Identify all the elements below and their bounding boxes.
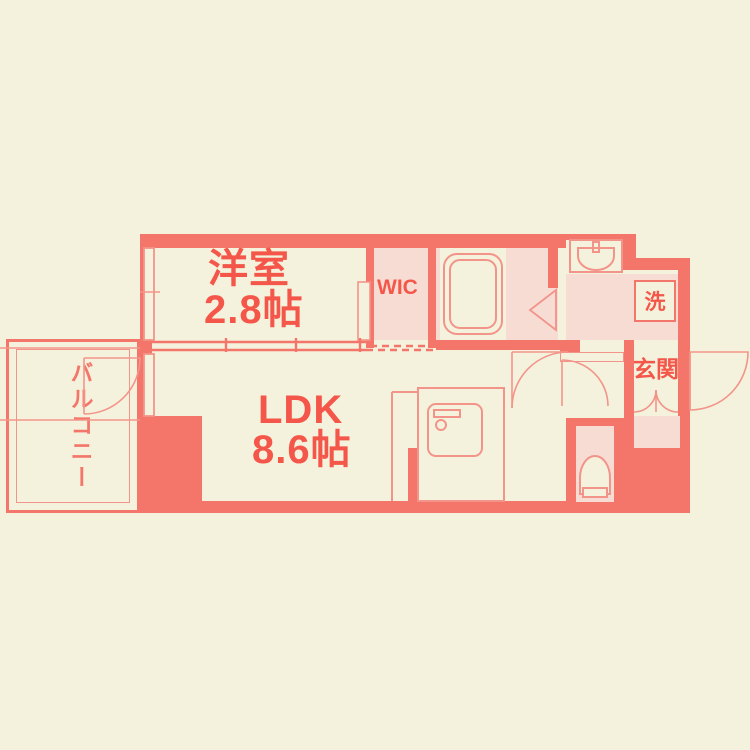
entrance-label: 玄関 — [633, 356, 679, 382]
wall-toilet-top — [566, 418, 624, 426]
western-room-area: 2.8帖 — [204, 288, 304, 332]
wall-toilet-right — [614, 424, 624, 502]
kitchen-sink-drain-icon — [433, 409, 461, 418]
toilet-upper-shelf — [634, 416, 680, 448]
wall-washroom-bottom2 — [568, 340, 580, 352]
window-icon — [143, 247, 155, 341]
entrance-inner-door-left — [633, 389, 657, 413]
bath-folding-door — [528, 288, 557, 332]
wall-bathroom-bottom — [436, 340, 560, 350]
wic-room — [370, 248, 432, 340]
entrance-door-swing — [689, 351, 749, 411]
balcony-window-icon — [143, 353, 155, 417]
wic-label: WIC — [377, 276, 418, 299]
wall-wic-right — [428, 234, 436, 348]
bathtub-icon — [443, 253, 503, 335]
kitchen-sink-hole-icon — [435, 419, 447, 431]
western-room-name: 洋室 — [208, 247, 290, 291]
wall-bathroom-right — [548, 248, 558, 288]
laundry-label: 洗 — [644, 291, 666, 314]
ldk-floor — [152, 352, 560, 501]
bathtub-icon-inner — [449, 259, 497, 329]
washbasin-faucet-icon — [592, 241, 600, 253]
washroom-door-swing — [511, 351, 569, 409]
balcony-outline — [6, 339, 140, 513]
washbasin-icon — [577, 247, 615, 271]
wall-entrance-left — [624, 340, 634, 424]
corridor-cabinet-line — [560, 352, 624, 362]
balcony-door-swing — [83, 357, 141, 415]
washbasin-counter — [569, 239, 623, 273]
wall-top-right-extension — [622, 258, 690, 270]
balcony-inner-outline — [16, 349, 130, 503]
wall-top — [140, 234, 636, 248]
ldk-corner-block2 — [152, 416, 202, 513]
western-room-floor — [152, 248, 366, 340]
wic-door-panel — [357, 281, 371, 341]
ldk-door-swing — [561, 359, 609, 407]
laundry-box: 洗 — [634, 280, 676, 322]
entrance-inner-door-right — [655, 389, 679, 413]
kitchen-counter — [417, 387, 505, 502]
kitchen-sink-icon — [427, 403, 483, 457]
ldk-name: LDK — [258, 388, 344, 432]
toilet-icon — [579, 455, 611, 495]
ldk-area: 8.6帖 — [252, 428, 352, 472]
wall-toilet-left — [566, 424, 576, 502]
balcony-label: バルコニー — [67, 361, 93, 491]
kitchen-partition — [408, 448, 418, 501]
wall-bottom — [140, 501, 690, 513]
toilet-tank-icon — [582, 487, 608, 498]
